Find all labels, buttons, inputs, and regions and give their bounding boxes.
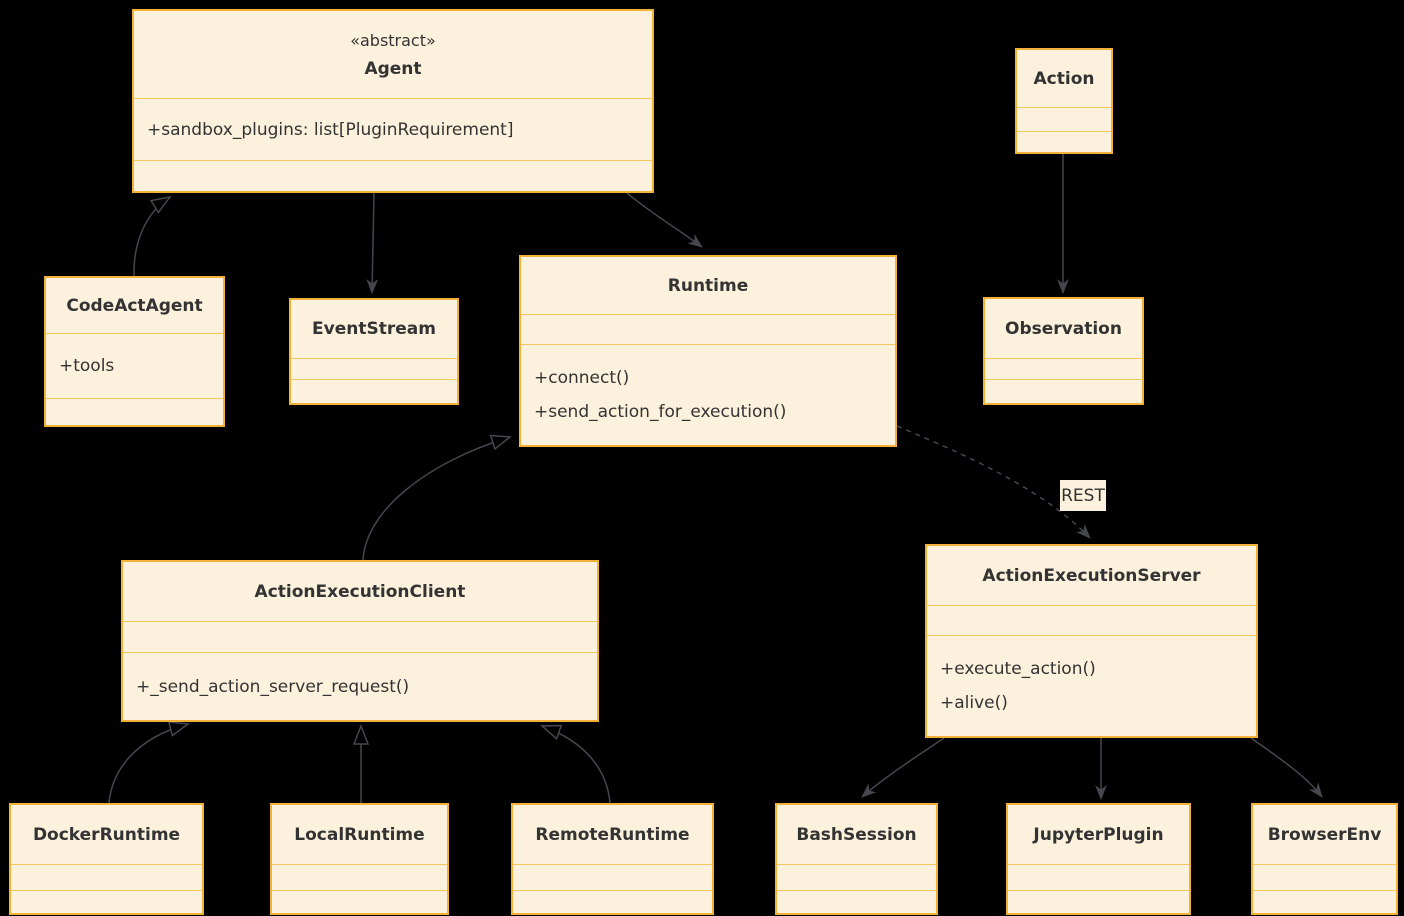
class-name: ActionExecutionClient: [254, 581, 466, 602]
edge-actionexecutionserver-to-bashsession: [861, 737, 945, 798]
class-methods: [777, 891, 936, 913]
class-box-browserenv: BrowserEnv: [1251, 803, 1398, 915]
class-name: EventStream: [312, 319, 436, 339]
class-attributes: [11, 865, 202, 891]
class-attributes: [123, 622, 597, 653]
edge-actionexecutionserver-to-browserenv: [1250, 737, 1323, 798]
class-methods: [1008, 891, 1189, 913]
class-methods: +connect() +send_action_for_execution(): [521, 345, 895, 445]
method: +connect(): [534, 368, 630, 388]
class-methods: [513, 891, 712, 913]
class-box-action: Action: [1015, 48, 1113, 154]
class-header: JupyterPlugin: [1008, 805, 1189, 865]
class-box-agent: «abstract» Agent +sandbox_plugins: list[…: [132, 9, 654, 193]
edge-codeactagent-to-agent: [133, 197, 170, 277]
attribute: +sandbox_plugins: list[PluginRequirement…: [147, 119, 514, 140]
attribute: +tools: [59, 356, 115, 376]
class-header: EventStream: [291, 300, 457, 359]
method: +_send_action_server_request(): [136, 676, 410, 697]
class-header: CodeActAgent: [46, 278, 223, 334]
class-methods: +_send_action_server_request(): [123, 653, 597, 720]
class-header: BrowserEnv: [1253, 805, 1396, 865]
class-methods: [985, 380, 1142, 403]
class-name: DockerRuntime: [32, 824, 181, 845]
class-name: LocalRuntime: [294, 824, 425, 845]
edge-dockerruntime-to-actionexecutionclient: [108, 724, 188, 804]
class-header: Observation: [985, 299, 1142, 359]
edge-agent-to-runtime: [626, 192, 703, 248]
edge-agent-to-eventstream: [366, 192, 379, 294]
class-attributes: [521, 315, 895, 345]
class-methods: [1253, 891, 1396, 913]
edge-remoteruntime-to-actionexecutionclient: [542, 726, 611, 804]
class-attributes: [927, 606, 1256, 636]
class-attributes: [985, 359, 1142, 380]
class-header: RemoteRuntime: [513, 805, 712, 865]
class-name: Agent: [364, 58, 422, 79]
edge-runtime-to-actionexecutionserver-rest: [896, 425, 1091, 539]
class-box-dockerruntime: DockerRuntime: [9, 803, 204, 915]
class-name: Runtime: [667, 275, 749, 296]
edge-actionexecutionclient-to-runtime: [362, 437, 510, 561]
class-name: BrowserEnv: [1267, 824, 1382, 845]
class-name: CodeActAgent: [66, 295, 203, 316]
class-header: LocalRuntime: [272, 805, 447, 865]
class-methods: [272, 891, 447, 913]
class-methods: +execute_action() +alive(): [927, 636, 1256, 736]
class-box-observation: Observation: [983, 297, 1144, 405]
class-box-jupyterplugin: JupyterPlugin: [1006, 803, 1191, 915]
class-attributes: [291, 359, 457, 380]
class-name: Observation: [1005, 318, 1122, 339]
class-header: BashSession: [777, 805, 936, 865]
class-box-eventstream: EventStream: [289, 298, 459, 405]
class-header: ActionExecutionClient: [123, 562, 597, 622]
class-name: BashSession: [796, 824, 917, 845]
class-header: DockerRuntime: [11, 805, 202, 865]
class-attributes: [272, 865, 447, 891]
class-attributes: +sandbox_plugins: list[PluginRequirement…: [134, 99, 652, 161]
class-attributes: [513, 865, 712, 891]
class-box-bashsession: BashSession: [775, 803, 938, 915]
class-attributes: [1008, 865, 1189, 891]
class-name: JupyterPlugin: [1033, 824, 1164, 845]
class-methods: [46, 399, 223, 425]
class-header: Runtime: [521, 257, 895, 315]
method: +alive(): [940, 693, 1008, 713]
class-methods: [11, 891, 202, 913]
class-attributes: +tools: [46, 334, 223, 399]
class-attributes: [1017, 108, 1111, 132]
class-name: Action: [1033, 68, 1095, 89]
class-box-localruntime: LocalRuntime: [270, 803, 449, 915]
method: +execute_action(): [940, 659, 1096, 679]
class-box-runtime: Runtime +connect() +send_action_for_exec…: [519, 255, 897, 447]
class-box-remoteruntime: RemoteRuntime: [511, 803, 714, 915]
method: +send_action_for_execution(): [534, 402, 787, 422]
class-box-codeactagent: CodeActAgent +tools: [44, 276, 225, 427]
class-header: «abstract» Agent: [134, 11, 652, 99]
class-attributes: [777, 865, 936, 891]
class-stereotype: «abstract»: [350, 30, 436, 50]
class-box-actionexecutionserver: ActionExecutionServer +execute_action() …: [925, 544, 1258, 738]
edge-label-rest: REST: [1060, 480, 1106, 511]
class-name: ActionExecutionServer: [982, 565, 1201, 586]
class-name: RemoteRuntime: [535, 824, 690, 845]
class-header: Action: [1017, 50, 1111, 108]
class-header: ActionExecutionServer: [927, 546, 1256, 606]
class-methods: [291, 380, 457, 403]
class-methods: [134, 161, 652, 191]
class-methods: [1017, 132, 1111, 152]
class-box-actionexecutionclient: ActionExecutionClient +_send_action_serv…: [121, 560, 599, 722]
class-attributes: [1253, 865, 1396, 891]
